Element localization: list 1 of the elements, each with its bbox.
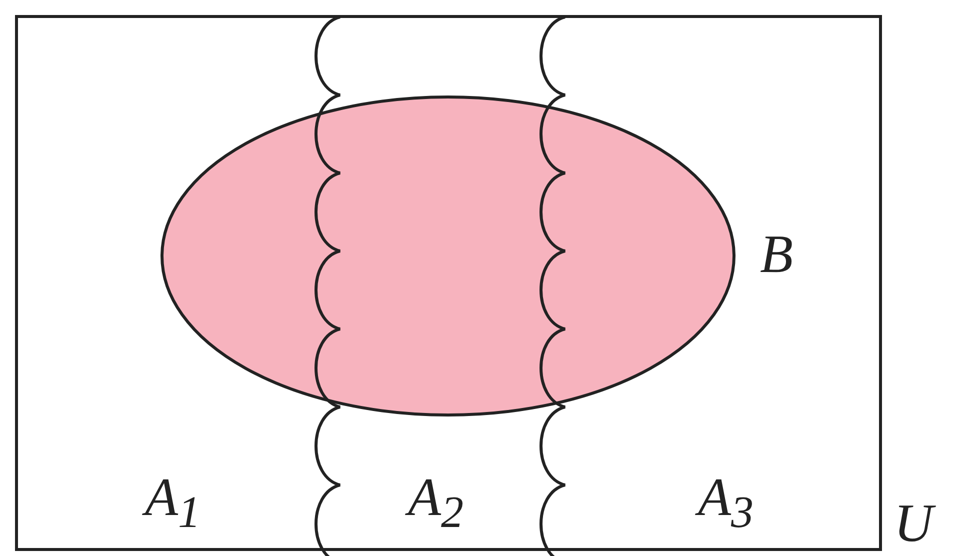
set-label: B (760, 227, 793, 281)
